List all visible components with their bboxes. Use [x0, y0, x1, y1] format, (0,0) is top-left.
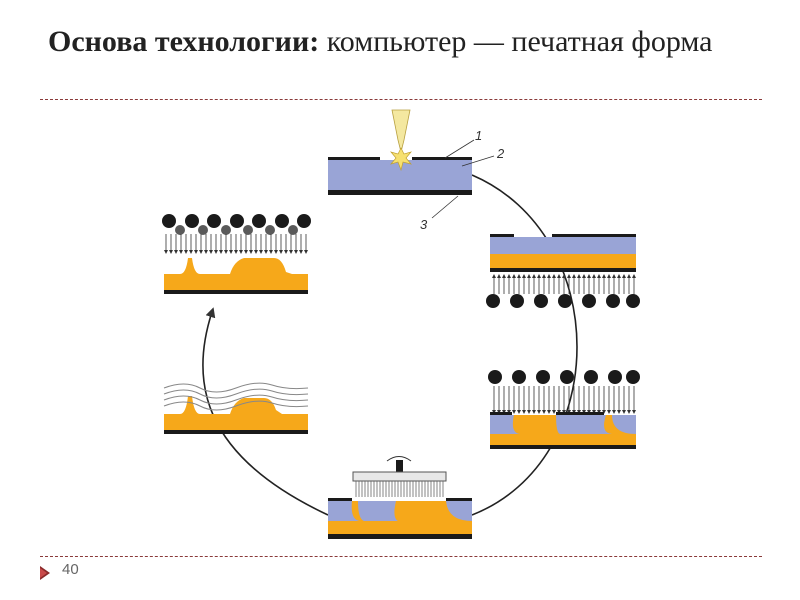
plate-base: [164, 290, 308, 294]
label-1: 1: [475, 128, 482, 143]
slide-title-bold: Основа технологии:: [48, 25, 320, 58]
wash-wave: [163, 394, 309, 405]
remaining-photopolymer: [490, 415, 520, 434]
callout-labels: 1 2 3: [420, 128, 505, 232]
ink-particle: [608, 370, 622, 384]
gray-ink-particle: [175, 225, 185, 235]
slide-title: Основа технологии: компьютер — печатная …: [48, 22, 748, 62]
stage-laser-exposure: [328, 109, 472, 195]
remaining-photopolymer: [446, 501, 472, 521]
laser-spark-icon: [390, 147, 412, 172]
ink-particle: [252, 214, 266, 228]
stage-etching: [488, 370, 640, 449]
relief-layer: [164, 396, 308, 430]
cycle-arc-right: [471, 174, 578, 516]
wash-wave: [163, 388, 309, 399]
gray-ink-particle: [288, 225, 298, 235]
wash-wave: [163, 400, 309, 411]
mask-layer: [490, 412, 512, 415]
ink-particle: [488, 370, 502, 384]
plate-base: [490, 445, 636, 449]
relief-layer: [490, 254, 636, 268]
gray-ink-particle: [265, 225, 275, 235]
ink-particle: [534, 294, 548, 308]
slide-title-rest: компьютер — печатная форма: [319, 25, 713, 58]
remaining-photopolymer: [556, 415, 612, 434]
ink-particle: [560, 370, 574, 384]
mask-layer: [446, 498, 472, 501]
mask-layer: [556, 412, 604, 415]
ink-particle: [626, 370, 640, 384]
ink-particle: [275, 214, 289, 228]
label-2: 2: [496, 146, 505, 161]
wash-wave: [163, 382, 309, 393]
stage-washing: [163, 382, 309, 434]
remaining-photopolymer: [358, 501, 398, 521]
mask-layer-left: [328, 157, 380, 160]
plate-base: [164, 430, 308, 434]
laser-beam-icon: [391, 109, 411, 153]
photopolymer-layer: [490, 237, 636, 254]
ink-particle: [626, 294, 640, 308]
relief-layer: [164, 258, 308, 290]
brush-shaft: [396, 460, 403, 472]
stage-brushing: [328, 456, 472, 539]
mask-layer: [490, 234, 514, 237]
mask-layer-right: [412, 157, 472, 160]
gray-ink-particle: [221, 225, 231, 235]
ink-particle: [207, 214, 221, 228]
ink-particle: [558, 294, 572, 308]
title-divider: [40, 99, 762, 100]
page-marker-inner-icon: [40, 568, 47, 578]
ink-particle: [510, 294, 524, 308]
gray-ink-particle: [243, 225, 253, 235]
ink-particle: [606, 294, 620, 308]
ink-particle: [584, 370, 598, 384]
mask-layer: [552, 234, 636, 237]
remaining-photopolymer: [612, 415, 636, 434]
ink-particle: [185, 214, 199, 228]
rotation-arrow-icon: [386, 456, 412, 462]
remaining-photopolymer: [328, 501, 360, 521]
ink-particle: [512, 370, 526, 384]
ink-particle: [162, 214, 176, 228]
ink-particle: [486, 294, 500, 308]
brush-head: [352, 471, 447, 482]
mask-layer: [328, 498, 352, 501]
ink-particle: [536, 370, 550, 384]
page-number: 40: [62, 561, 79, 578]
ink-particle: [297, 214, 311, 228]
stage-finished-plate: [162, 214, 311, 294]
plate-base: [490, 268, 636, 272]
plate-base: [328, 190, 472, 195]
plate-base: [328, 534, 472, 539]
ink-particle: [230, 214, 244, 228]
gray-ink-particle: [198, 225, 208, 235]
ink-particle: [582, 294, 596, 308]
label-3: 3: [420, 217, 428, 232]
footer-divider: [40, 556, 762, 557]
stage-development: [486, 234, 640, 308]
